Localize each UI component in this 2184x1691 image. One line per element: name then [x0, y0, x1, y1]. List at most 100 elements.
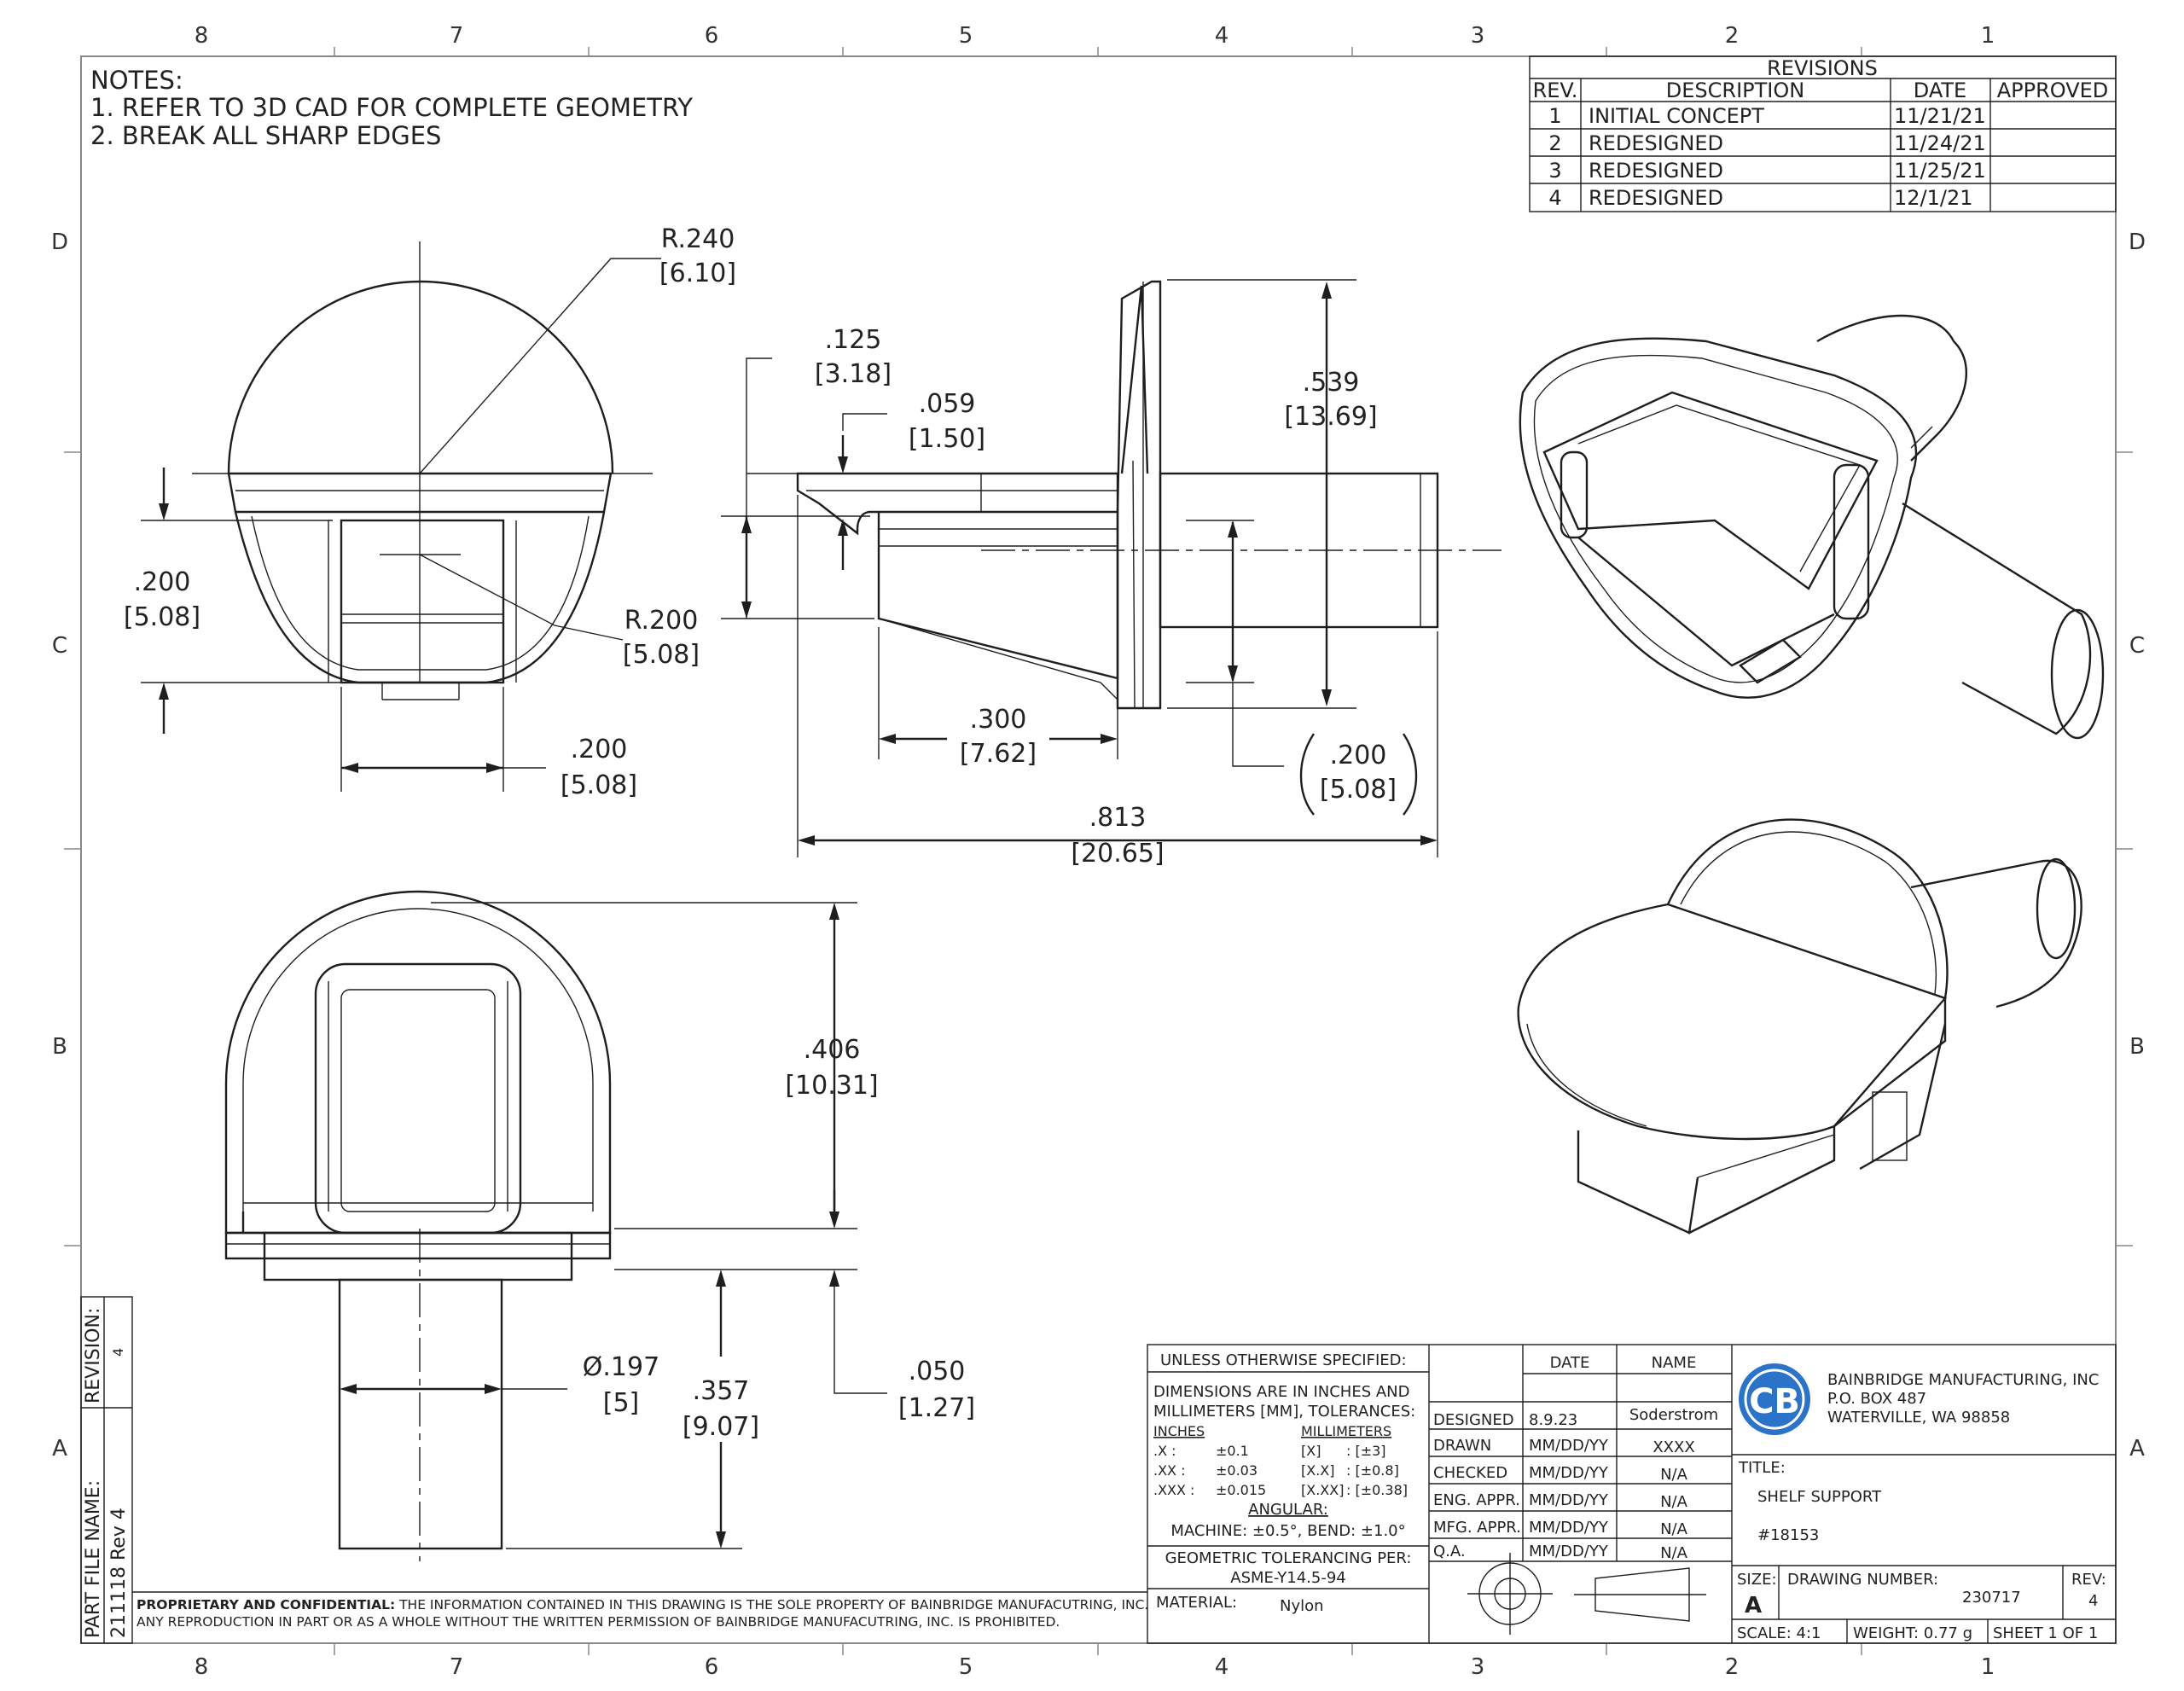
zone-row-label: D	[51, 230, 68, 255]
isometric-view-front	[1517, 818, 2082, 1235]
approval-role: ENG. APPR.	[1433, 1491, 1520, 1509]
tolerance-angular-values: MACHINE: ±0.5°, BEND: ±1.0°	[1170, 1522, 1405, 1540]
zone-col-label: 4	[1215, 23, 1229, 49]
revision-description: INITIAL CONCEPT	[1589, 104, 1764, 128]
approval-date: MM/DD/YY	[1529, 1437, 1609, 1455]
zone-row-label: C	[2129, 633, 2145, 659]
size-value: A	[1745, 1593, 1762, 1618]
weight: WEIGHT: 0.77 g	[1853, 1624, 1972, 1642]
tolerance-row-label: .XXX :	[1153, 1482, 1194, 1498]
sheet-frame	[64, 47, 2133, 1655]
tolerance-col-inches: INCHES	[1153, 1423, 1205, 1439]
dim-side-length-in: .813	[1089, 803, 1147, 833]
zone-row-label: B	[52, 1034, 67, 1060]
revisions-header-rev: REV.	[1533, 78, 1578, 102]
tolerance-row-label: .X :	[1153, 1443, 1176, 1459]
zone-row-label: A	[2129, 1436, 2145, 1461]
material-label: MATERIAL:	[1156, 1594, 1237, 1612]
revision-date: 11/25/21	[1894, 159, 1986, 183]
dim-front-width-mm: [5.08]	[561, 770, 637, 800]
tolerance-row-in: ±0.015	[1216, 1482, 1266, 1498]
dim-front-radius-in: R.240	[661, 224, 735, 254]
proprietary-bold: PROPRIETARY AND CONFIDENTIAL:	[136, 1597, 395, 1613]
title-label: TITLE:	[1738, 1459, 1786, 1477]
dim-side-taper-mm: [7.62]	[960, 739, 1037, 769]
zone-col-label: 8	[195, 1654, 209, 1680]
approval-name: Soderstrom	[1629, 1406, 1718, 1424]
approvals-name-header: NAME	[1652, 1354, 1697, 1372]
approval-role: MFG. APPR.	[1433, 1519, 1521, 1537]
approval-date: 8.9.23	[1529, 1411, 1577, 1429]
rev-value: 4	[2088, 1592, 2098, 1610]
drawing-number: 230717	[1962, 1589, 2021, 1607]
file-name-tab-value: 211118 Rev 4	[108, 1508, 130, 1638]
dim-side-taper-in: .300	[970, 705, 1027, 735]
rev-label: REV:	[2071, 1571, 2106, 1589]
zone-col-label: 4	[1215, 1654, 1229, 1680]
dim-front-radius-mm: [6.10]	[659, 259, 736, 288]
zone-col-label: 1	[1981, 1654, 1995, 1680]
approval-name: N/A	[1660, 1493, 1688, 1511]
approvals-date-header: DATE	[1550, 1354, 1590, 1372]
company-logo: CB	[1739, 1363, 1810, 1435]
revision-rev: 3	[1548, 159, 1561, 183]
revision-description: REDESIGNED	[1589, 186, 1723, 210]
zone-col-label: 1	[1981, 23, 1995, 49]
isometric-view-back	[1519, 314, 2105, 740]
approval-date: MM/DD/YY	[1529, 1543, 1609, 1560]
zone-col-label: 7	[450, 23, 464, 49]
dim-front-height-in: .200	[134, 567, 191, 597]
tolerance-header: UNLESS OTHERWISE SPECIFIED:	[1160, 1351, 1407, 1369]
zone-col-label: 5	[959, 23, 973, 49]
zone-col-label: 6	[705, 1654, 719, 1680]
geo-tolerancing-line2: ASME-Y14.5-94	[1230, 1569, 1345, 1587]
dim-top-flange-in: .050	[909, 1357, 966, 1386]
material-value: Nylon	[1280, 1597, 1324, 1615]
approval-name: N/A	[1660, 1544, 1688, 1562]
drawing-title: SHELF SUPPORT	[1757, 1488, 1882, 1506]
company-address2: WATERVILLE, WA 98858	[1827, 1409, 2010, 1427]
dim-top-peg-len-in: .357	[693, 1376, 750, 1406]
zone-row-label: D	[2129, 230, 2146, 255]
company-logo-letters: CB	[1749, 1382, 1800, 1421]
dim-side-ledge-mm: [3.18]	[815, 359, 892, 389]
tolerance-row-label: .XX :	[1153, 1462, 1185, 1479]
dim-front-inner-radius-mm: [5.08]	[623, 640, 700, 670]
approval-role: DESIGNED	[1433, 1411, 1514, 1429]
geo-tolerancing-line1: GEOMETRIC TOLERANCING PER:	[1165, 1549, 1412, 1567]
zone-labels-bottom: 8 7 6 5 4 3 2 1	[195, 1654, 1995, 1680]
tolerance-row-mm-label: [X.X]	[1301, 1462, 1335, 1479]
revision-description: REDESIGNED	[1589, 159, 1723, 183]
dim-front-height-mm: [5.08]	[124, 602, 200, 632]
proprietary-text: PROPRIETARY AND CONFIDENTIAL: THE INFORM…	[136, 1597, 1148, 1613]
third-angle-projection-icon	[1467, 1553, 1706, 1635]
dim-top-height-mm: [10.31]	[785, 1071, 878, 1101]
approval-date: MM/DD/YY	[1529, 1491, 1609, 1509]
zone-row-label: A	[52, 1436, 67, 1461]
dim-side-thick-mm: [1.50]	[909, 424, 985, 454]
revision-date: 11/24/21	[1894, 131, 1986, 155]
zone-row-label: B	[2129, 1034, 2145, 1060]
top-view: Ø.197 [5] .406 [10.31] .357 [9.07] .050 …	[224, 890, 975, 1561]
revision-description: REDESIGNED	[1589, 131, 1723, 155]
dim-front-width-in: .200	[571, 735, 628, 764]
dim-side-peg-mm: [5.08]	[1320, 775, 1397, 805]
approval-name: N/A	[1660, 1520, 1688, 1538]
dim-top-peg-len-mm: [9.07]	[682, 1412, 759, 1442]
proprietary-line1: THE INFORMATION CONTAINED IN THIS DRAWIN…	[395, 1597, 1148, 1613]
dim-top-height-in: .406	[804, 1035, 861, 1065]
revisions-title: REVISIONS	[1767, 56, 1878, 80]
revisions-header-date: DATE	[1914, 78, 1966, 102]
dim-side-thick-in: .059	[919, 389, 976, 419]
company-address1: P.O. BOX 487	[1827, 1390, 1926, 1408]
proprietary-line2: ANY REPRODUCTION IN PART OR AS A WHOLE W…	[136, 1614, 1060, 1630]
tolerance-col-mm: MILLIMETERS	[1301, 1423, 1391, 1439]
note-item: 1. REFER TO 3D CAD FOR COMPLETE GEOMETRY	[90, 93, 693, 122]
zone-col-label: 3	[1471, 1654, 1485, 1680]
dim-side-height-in: .539	[1303, 368, 1360, 398]
zone-col-label: 3	[1471, 23, 1485, 49]
side-tabs: REVISION: 4 PART FILE NAME: 211118 Rev 4	[80, 1296, 133, 1644]
zone-col-label: 6	[705, 23, 719, 49]
dim-top-dia-mm: [5]	[603, 1388, 640, 1418]
